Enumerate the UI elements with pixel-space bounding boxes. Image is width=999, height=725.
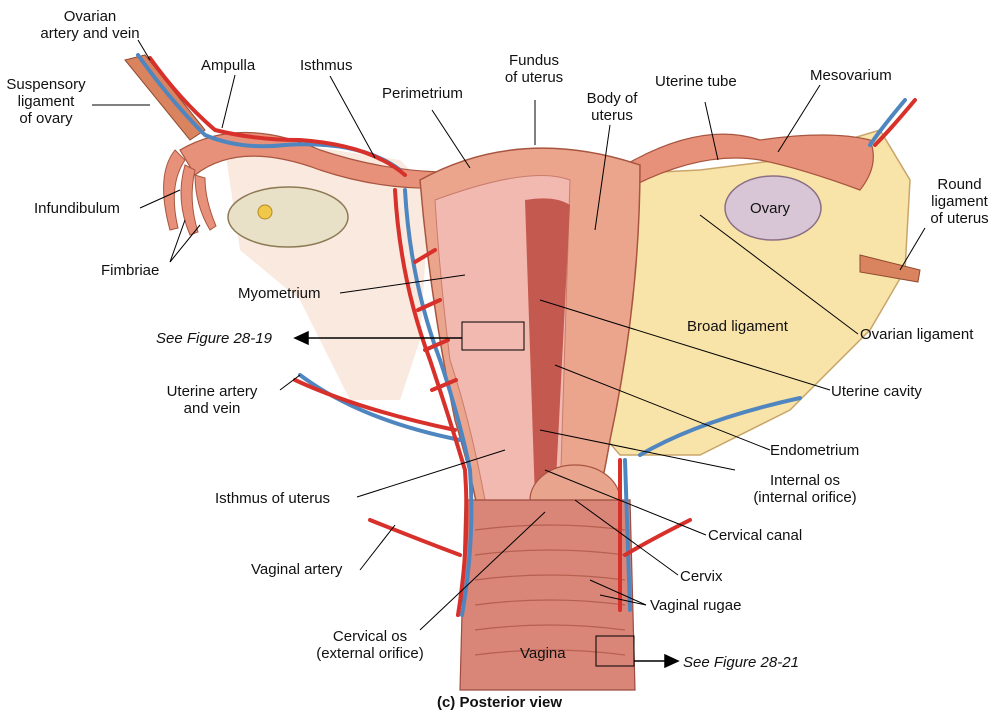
label-ovarian-ligament: Ovarian ligament: [860, 326, 974, 343]
right-ovary: [724, 175, 822, 241]
label-round-ligament: Round ligament of uterus: [930, 176, 989, 227]
label-suspensory-ligament: Suspensory ligament of ovary: [6, 76, 86, 127]
label-ovary: Ovary: [750, 200, 791, 217]
suspensory-ligament: [124, 54, 206, 141]
uterine-cavity: [525, 198, 570, 501]
label-uterine-artery-vein: Uterine artery and vein: [166, 383, 258, 417]
label-ovarian-artery-vein: Ovarian artery and vein: [40, 8, 140, 42]
label-perimetrium: Perimetrium: [382, 85, 463, 102]
label-body-of-uterus: Body of uterus: [586, 90, 638, 124]
figure-arrows: [293, 330, 680, 669]
arteries: [148, 56, 917, 617]
vaginal-rugae-lines: [474, 524, 626, 656]
label-vaginal-artery: Vaginal artery: [251, 561, 343, 578]
right-uterine-tube: [619, 133, 874, 191]
left-ovary-follicle: [257, 204, 273, 220]
label-uterine-tube: Uterine tube: [655, 73, 737, 90]
label-isthmus-of-uterus: Isthmus of uterus: [215, 490, 331, 507]
label-fundus: Fundus of uterus: [504, 52, 564, 86]
label-internal-os: Internal os (internal orifice): [753, 472, 857, 506]
label-broad-ligament: Broad ligament: [687, 318, 788, 335]
label-mesovarium: Mesovarium: [810, 67, 892, 84]
label-ampulla: Ampulla: [201, 57, 256, 74]
label-cervix: Cervix: [680, 568, 723, 585]
label-endometrium: Endometrium: [770, 442, 860, 459]
figure-19-box: [461, 321, 525, 351]
label-isthmus: Isthmus: [300, 57, 353, 74]
label-see-figure-28-19: See Figure 28-19: [156, 330, 272, 347]
leader-lines: [92, 39, 926, 631]
label-myometrium: Myometrium: [238, 285, 321, 302]
round-ligament: [859, 254, 921, 283]
label-see-figure-28-21: See Figure 28-21: [683, 654, 799, 671]
fimbriae-fingers: [163, 149, 217, 236]
label-cervical-os: Cervical os (external orifice): [316, 628, 424, 662]
left-ovary: [227, 186, 349, 248]
label-uterine-cavity: Uterine cavity: [831, 383, 922, 400]
label-vaginal-rugae: Vaginal rugae: [650, 597, 742, 614]
label-infundibulum: Infundibulum: [34, 200, 120, 217]
label-fimbriae: Fimbriae: [101, 262, 160, 279]
figure-caption: (c) Posterior view: [436, 694, 563, 711]
label-cervical-canal: Cervical canal: [708, 527, 803, 544]
label-vagina: Vagina: [520, 645, 566, 662]
figure-21-box: [595, 635, 635, 667]
